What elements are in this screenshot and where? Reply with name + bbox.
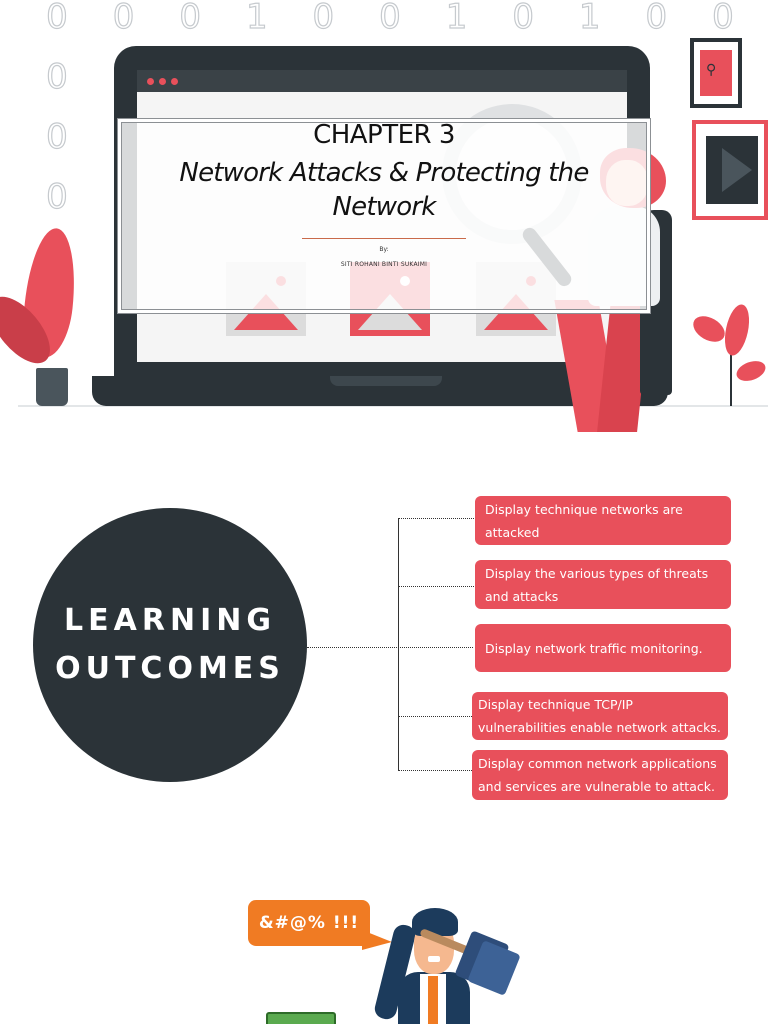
chapter-title: Network Attacks & Protecting the Network (150, 156, 618, 224)
heading-line: LEARNING (64, 603, 276, 638)
plant-leaf-icon (733, 357, 768, 385)
learning-outcomes-circle: LEARNING OUTCOMES (33, 508, 307, 782)
binary-digit: 1 (578, 0, 601, 37)
search-frame-icon: ⚲ (690, 38, 742, 108)
window-dot-icon (171, 78, 178, 85)
binary-digit: 0 (312, 0, 335, 37)
play-frame-icon (692, 120, 768, 220)
binary-digit: 0 (179, 0, 202, 37)
connector-line (398, 518, 474, 519)
window-dot-icon (159, 78, 166, 85)
chapter-title-line: Network (332, 192, 437, 222)
chapter-number: CHAPTER 3 (313, 120, 455, 150)
title-divider (302, 238, 466, 239)
outcome-item: Display the various types of threats and… (475, 560, 731, 609)
binary-digit: 0 (46, 177, 69, 217)
window-dot-icon (147, 78, 154, 85)
connector-line (398, 586, 474, 587)
man-hair (412, 908, 458, 936)
outcome-item: Display common network applications and … (472, 750, 728, 800)
outcome-item: Display network traffic monitoring. (475, 624, 731, 672)
speech-bubble-tail (362, 930, 392, 950)
connector-line (398, 518, 399, 770)
search-icon: ⚲ (706, 62, 717, 78)
plant-pot-icon (36, 368, 68, 406)
laptop-notch (330, 376, 442, 386)
binary-digit: 0 (512, 0, 535, 37)
binary-digits-column: 0 0 0 (40, 57, 74, 217)
binary-digit: 0 (46, 0, 69, 37)
plant-stem (730, 330, 732, 406)
heading-line: OUTCOMES (55, 651, 285, 686)
binary-digit: 1 (245, 0, 268, 37)
binary-digit: 0 (379, 0, 402, 37)
binary-digit: 0 (712, 0, 735, 37)
outcome-item: Display technique networks are attacked (475, 496, 731, 545)
play-icon (722, 148, 752, 192)
author-name: SITI ROHANI BINTI SUKAIMI (340, 261, 428, 268)
outcome-item: Display technique TCP/IP vulnerabilities… (472, 692, 728, 740)
binary-digit: 0 (46, 57, 69, 97)
man-tie (428, 976, 438, 1024)
title-box (117, 118, 651, 314)
chapter-title-line: Network Attacks & Protecting the (179, 158, 589, 188)
binary-digit: 0 (46, 117, 69, 157)
binary-digit: 1 (445, 0, 468, 37)
connector-line (398, 770, 474, 771)
binary-digits-row: 0 0 0 1 0 0 1 0 1 0 0 (40, 0, 740, 37)
binary-digit: 0 (645, 0, 668, 37)
plant-leaf-icon (720, 302, 754, 358)
floor-line (18, 405, 768, 407)
plant-leaf-icon (688, 310, 730, 348)
slide-attacker-illustration: &#@% !!! (0, 864, 768, 1024)
by-label: By: (379, 246, 389, 253)
slide-learning-outcomes: LEARNING OUTCOMES Display technique netw… (0, 440, 768, 856)
connector-line (398, 716, 474, 717)
computer-icon (266, 1012, 336, 1024)
speech-bubble: &#@% !!! (248, 900, 370, 946)
browser-bar (137, 70, 627, 92)
connector-line (307, 647, 473, 648)
binary-digit: 0 (112, 0, 135, 37)
slide-title: 0 0 0 1 0 0 1 0 1 0 0 0 0 0 ⚲ (0, 0, 768, 432)
man-mouth (428, 956, 440, 962)
